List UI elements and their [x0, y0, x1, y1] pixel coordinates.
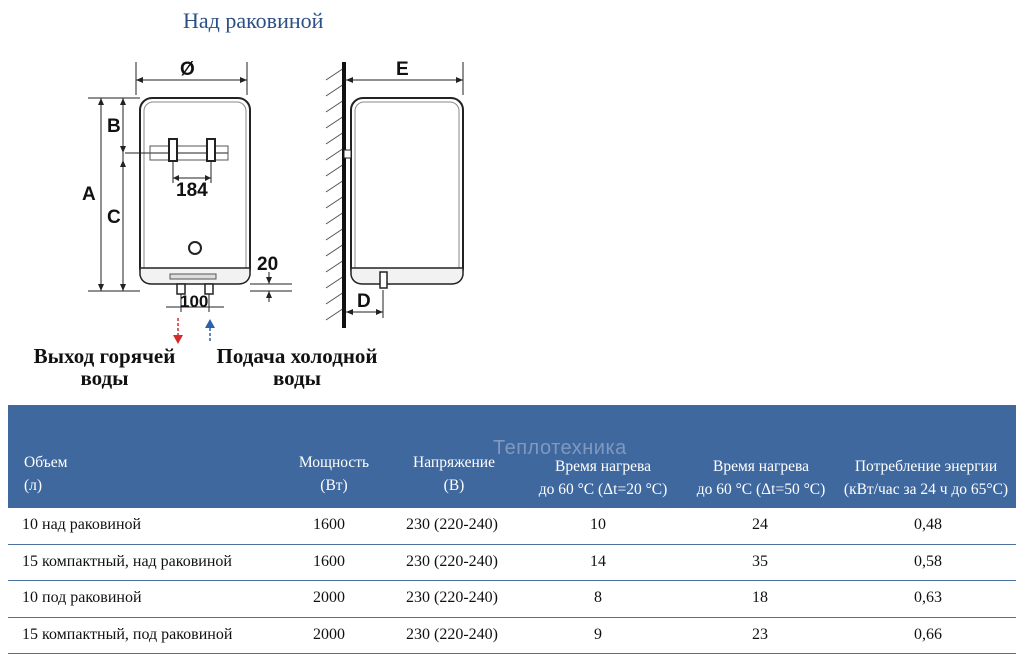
- dimension-diagram: 184 Ø A B C 20 100: [82, 59, 464, 344]
- dim-c: C: [107, 207, 121, 228]
- cell-heat20: 10: [590, 516, 606, 533]
- cell-heat50: 18: [752, 589, 768, 606]
- table-row: 10 под раковиной 2000 230 (220-240) 8 18…: [8, 581, 1016, 618]
- hot-water-outlet-label: Выход горячей воды: [33, 344, 176, 390]
- header-volume: Объем(л): [24, 454, 68, 494]
- cell-heat50: 35: [752, 552, 768, 570]
- cell-power: 2000: [313, 589, 345, 606]
- page-title: Над раковиной: [183, 8, 324, 33]
- cell-energy: 0,63: [914, 589, 942, 606]
- cell-voltage: 230 (220-240): [406, 552, 498, 570]
- table-row: 15 компактный, под раковиной 2000 230 (2…: [8, 618, 1016, 654]
- cell-volume: 15 компактный, под раковиной: [22, 625, 233, 643]
- cell-power: 2000: [313, 625, 345, 643]
- cell-power: 1600: [313, 516, 345, 533]
- cell-voltage: 230 (220-240): [406, 589, 498, 606]
- dim-20: 20: [257, 254, 278, 275]
- cell-volume: 10 под раковиной: [22, 589, 142, 606]
- heater-side-body: [350, 97, 464, 281]
- mount-hole-left-icon: [168, 138, 178, 162]
- header-voltage: Напряжение(В): [413, 454, 495, 494]
- dim-100: 100: [180, 292, 208, 311]
- cell-heat20: 14: [590, 552, 606, 570]
- cell-heat20: 8: [594, 589, 602, 606]
- cell-volume: 10 над раковиной: [22, 516, 142, 533]
- cold-water-inlet-label: Подача холодной воды: [216, 344, 378, 390]
- dim-d: D: [357, 291, 371, 312]
- dim-a: A: [82, 184, 96, 205]
- dim-e: E: [396, 59, 409, 80]
- cell-heat20: 9: [594, 625, 602, 643]
- dim-184: 184: [176, 180, 208, 201]
- cell-energy: 0,48: [914, 516, 942, 533]
- table-row: 10 над раковиной 1600 230 (220-240) 10 2…: [8, 508, 1016, 545]
- cell-power: 1600: [313, 552, 345, 570]
- cell-heat50: 23: [752, 625, 768, 643]
- dim-b: B: [107, 116, 121, 137]
- watermark: Теплотехника: [493, 437, 627, 459]
- table-header: Теплотехника Объем(л) Мощность(Вт) Напря…: [8, 405, 1016, 508]
- header-energy: Потребление энергии(кВт/час за 24 ч до 6…: [843, 458, 1009, 498]
- table-row: 15 компактный, над раковиной 1600 230 (2…: [8, 545, 1016, 581]
- mount-hole-right-icon: [206, 138, 216, 162]
- cell-voltage: 230 (220-240): [406, 625, 498, 643]
- cell-voltage: 230 (220-240): [406, 516, 498, 533]
- cell-energy: 0,66: [914, 625, 942, 643]
- specs-table: Теплотехника Объем(л) Мощность(Вт) Напря…: [8, 405, 1016, 657]
- cell-heat50: 24: [752, 516, 768, 533]
- dim-diameter: Ø: [180, 59, 195, 80]
- cell-volume: 15 компактный, над раковиной: [22, 552, 232, 570]
- hot-water-arrow-icon: [173, 335, 183, 344]
- cell-energy: 0,58: [914, 552, 942, 570]
- cold-water-arrow-icon: [205, 319, 215, 328]
- header-power: Мощность(Вт): [298, 454, 370, 494]
- indicator-lamp-icon: [188, 241, 202, 255]
